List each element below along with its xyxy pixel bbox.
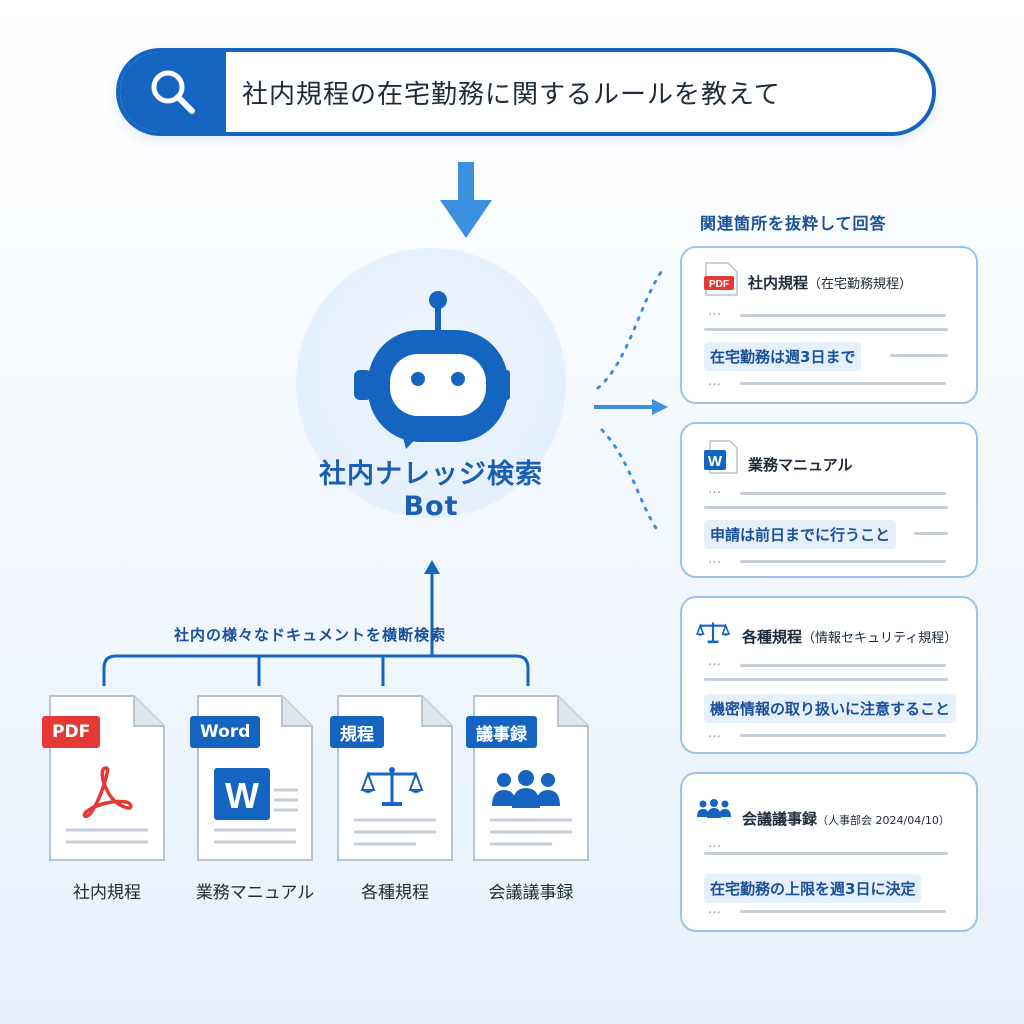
pdf-icon: PDF xyxy=(704,262,738,296)
result-title: 社内規程（在宅勤務規程） xyxy=(748,274,913,292)
people-icon xyxy=(697,799,731,818)
search-button[interactable] xyxy=(120,52,226,132)
search-bar[interactable]: 社内規程の在宅勤務に関するルールを教えて xyxy=(116,48,936,136)
ellipsis: … xyxy=(708,552,723,567)
robot-icon xyxy=(354,291,510,449)
result-highlight: 申請は前日までに行うこと xyxy=(704,520,897,549)
extract-answer-caption: 関連箇所を抜粋して回答 xyxy=(700,214,887,233)
doc-tag: 議事録 xyxy=(466,716,537,748)
result-card[interactable]: 会議議事録（人事部会 2024/04/10） … 在宅勤務の上限を週3日に決定 … xyxy=(680,772,978,932)
result-title: 会議議事録（人事部会 2024/04/10） xyxy=(742,810,950,828)
result-card[interactable]: W 業務マニュアル … 申請は前日までに行うこと … xyxy=(680,422,978,578)
document-card-minutes[interactable]: 議事録 xyxy=(466,694,590,862)
word-icon: W xyxy=(214,768,270,820)
result-title: 業務マニュアル xyxy=(748,456,853,474)
ellipsis: … xyxy=(708,304,723,319)
doc-tag: PDF xyxy=(42,716,101,748)
result-card[interactable]: 各種規程（情報セキュリティ規程） … 機密情報の取り扱いに注意すること … xyxy=(680,596,978,754)
result-card[interactable]: PDF 社内規程（在宅勤務規程） … 在宅勤務は週3日まで … xyxy=(680,246,978,404)
document-card-word[interactable]: Word W xyxy=(190,694,314,862)
ellipsis: … xyxy=(708,902,723,917)
result-highlight: 在宅勤務は週3日まで xyxy=(704,342,862,371)
doc-label: 社内規程 xyxy=(73,883,141,903)
doc-label: 各種規程 xyxy=(361,883,429,903)
ellipsis: … xyxy=(708,374,723,389)
scales-icon xyxy=(360,767,424,806)
search-query[interactable]: 社内規程の在宅勤務に関するルールを教えて xyxy=(242,79,781,110)
ellipsis: … xyxy=(708,836,723,851)
word-badge: W xyxy=(708,453,723,470)
bot-name: 社内ナレッジ検索Bot xyxy=(319,459,543,522)
ellipsis: … xyxy=(708,654,723,669)
doc-tag: Word xyxy=(190,716,261,748)
word-icon: W xyxy=(704,440,738,474)
cross-search-caption: 社内の様々なドキュメントを横断検索 xyxy=(173,626,446,644)
doc-label: 会議議事録 xyxy=(488,883,574,903)
document-card-regulation[interactable]: 規程 xyxy=(330,694,454,862)
result-highlight: 機密情報の取り扱いに注意すること xyxy=(704,694,957,723)
scales-icon xyxy=(696,622,730,644)
document-card-pdf[interactable]: PDF xyxy=(42,694,166,862)
search-icon xyxy=(151,70,195,114)
people-icon xyxy=(492,770,560,808)
doc-tag: 規程 xyxy=(330,716,384,748)
pdf-icon xyxy=(82,766,133,818)
arrow-down-icon xyxy=(440,162,492,238)
pdf-badge: PDF xyxy=(709,279,729,290)
result-highlight: 在宅勤務の上限を週3日に決定 xyxy=(704,874,922,903)
ellipsis: … xyxy=(708,482,723,497)
result-title: 各種規程（情報セキュリティ規程） xyxy=(742,628,958,646)
doc-label: 業務マニュアル xyxy=(195,883,315,903)
ellipsis: … xyxy=(708,726,723,741)
svg-text:W: W xyxy=(225,775,259,816)
